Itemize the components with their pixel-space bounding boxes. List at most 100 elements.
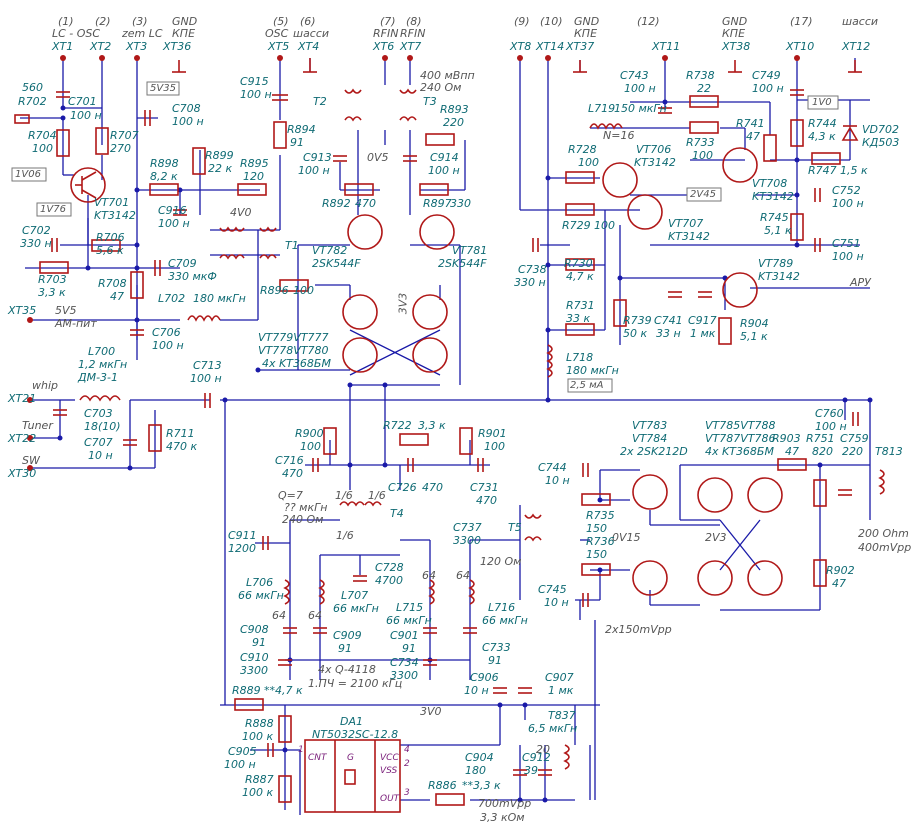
t813-amplitude: 400mVpp <box>858 541 912 554</box>
c713-val: 100 н <box>190 372 222 385</box>
l715-turns: 64 <box>422 569 436 582</box>
r736-ref: R736 <box>586 535 615 548</box>
vt707-val: KT3142 <box>668 230 710 243</box>
xt1-num: (1) <box>58 15 74 28</box>
c703-ref: C703 <box>84 407 113 420</box>
xt11-num: (12) <box>637 15 660 28</box>
r896-val: 100 <box>293 284 314 297</box>
r888-val: 100 к <box>242 730 274 743</box>
vt708-val: KT3142 <box>752 190 794 203</box>
t1-ref: T1 <box>285 239 299 252</box>
xt12-num: шасси <box>842 15 879 28</box>
xt38-num: GND <box>722 15 748 28</box>
l715-ref: L715 <box>396 601 424 614</box>
t837-ref: T837 <box>548 709 576 722</box>
tag-3v0: 3V0 <box>420 705 442 718</box>
r898-val: 8,2 к <box>150 170 178 183</box>
xt30-ref: XT30 <box>8 467 37 480</box>
xt4-ref: XT4 <box>298 40 320 53</box>
r894-val: 91 <box>290 136 304 149</box>
c744-ref: C744 <box>538 461 567 474</box>
inductors <box>79 88 885 770</box>
xt38-signal: КПЕ <box>722 27 746 40</box>
r901-ref: R901 <box>478 427 507 440</box>
r739-ref: R739 <box>623 314 652 327</box>
c749-val: 100 н <box>752 82 784 95</box>
t5-ref: T5 <box>508 521 522 534</box>
r895-ref: R895 <box>240 157 269 170</box>
r744-ref: R744 <box>808 117 837 130</box>
tag-2v3: 2V3 <box>705 531 727 544</box>
c728-val: 4700 <box>375 574 403 587</box>
r893-val: 220 <box>443 116 464 129</box>
xt35-voltage: 5V5 <box>55 304 77 317</box>
c726-val: 470 <box>422 481 443 494</box>
da1-pin3: 3 <box>404 788 410 798</box>
r895-val: 120 <box>243 170 264 183</box>
r899-val: 22 к <box>208 162 233 175</box>
c907-ref: C907 <box>545 671 574 684</box>
r747-ref: R747 <box>808 164 837 177</box>
tag-1v06: 1V06 <box>15 169 41 180</box>
da1-ref: DA1 <box>340 715 363 728</box>
l706-turns: 64 <box>272 609 286 622</box>
c560-ref: 560 <box>22 81 43 94</box>
xt37-num: GND <box>574 15 600 28</box>
aru-label: АРУ <box>850 276 871 289</box>
c909-ref: C909 <box>333 629 362 642</box>
r707-val: 270 <box>110 142 131 155</box>
c743-ref: C743 <box>620 69 649 82</box>
tag-2v45: 2V45 <box>690 189 716 200</box>
r886-val: **3,3 к <box>462 779 501 792</box>
vt707-ref: VT707 <box>668 217 704 230</box>
r722-ref: R722 <box>383 419 412 432</box>
wires <box>20 58 871 815</box>
c707-ref: C707 <box>84 436 113 449</box>
c910-ref: C910 <box>240 651 269 664</box>
r729-val: 100 <box>594 219 615 232</box>
r708-val: 47 <box>110 290 124 303</box>
r703-val: 3,3 к <box>38 286 66 299</box>
t4-inductance: ?? мкГн <box>284 501 328 514</box>
c737-val: 3300 <box>453 534 481 547</box>
r894-ref: R894 <box>287 123 316 136</box>
vt787-ref: VT787VT786 <box>705 432 776 445</box>
filter-note-b: 1.ПЧ = 2100 кГц <box>308 677 403 690</box>
xt8-num: (9) <box>514 15 530 28</box>
r733-ref: R733 <box>686 136 715 149</box>
c904-ref: C904 <box>465 751 494 764</box>
l702-val: 180 мкГн <box>193 292 246 305</box>
c737-ref: C737 <box>453 521 482 534</box>
l715-val: 66 мкГн <box>386 614 432 627</box>
vtquad-val: 4x KT368БМ <box>262 357 331 370</box>
vt789-val: KT3142 <box>758 270 800 283</box>
xt30-signal: SW <box>22 454 40 467</box>
tag-1v0: 1V0 <box>812 97 832 108</box>
c911-ref: C911 <box>228 529 257 542</box>
da1-g: G <box>347 753 354 763</box>
c734-ref: C734 <box>390 656 419 669</box>
c706-ref: C706 <box>152 326 181 339</box>
c905-ref: C905 <box>228 745 257 758</box>
c906-val: 10 н <box>464 684 489 697</box>
xt5-signal: OSC <box>265 27 289 40</box>
da1-vss: VSS <box>380 766 398 776</box>
xt7-signal: RFIN <box>400 27 426 40</box>
r751-ref: R751 <box>806 432 835 445</box>
t813-impedance: 200 Ohm <box>858 527 909 540</box>
r728-ref: R728 <box>568 143 597 156</box>
c708-ref: C708 <box>172 102 201 115</box>
c751-ref: C751 <box>832 237 861 250</box>
vt785-val: 4x KT368БМ <box>705 445 774 458</box>
c733-val: 91 <box>488 654 502 667</box>
c910-val: 3300 <box>240 664 268 677</box>
c749-ref: C749 <box>752 69 781 82</box>
da1-pin2: 2 <box>404 759 410 769</box>
c909-val: 91 <box>338 642 352 655</box>
r738-ref: R738 <box>686 69 715 82</box>
r704-val: 100 <box>32 142 53 155</box>
vt708-ref: VT708 <box>752 177 788 190</box>
c760-ref: C760 <box>815 407 844 420</box>
c914-ref: C914 <box>430 151 459 164</box>
vt781-ref: VT781 <box>452 244 488 257</box>
